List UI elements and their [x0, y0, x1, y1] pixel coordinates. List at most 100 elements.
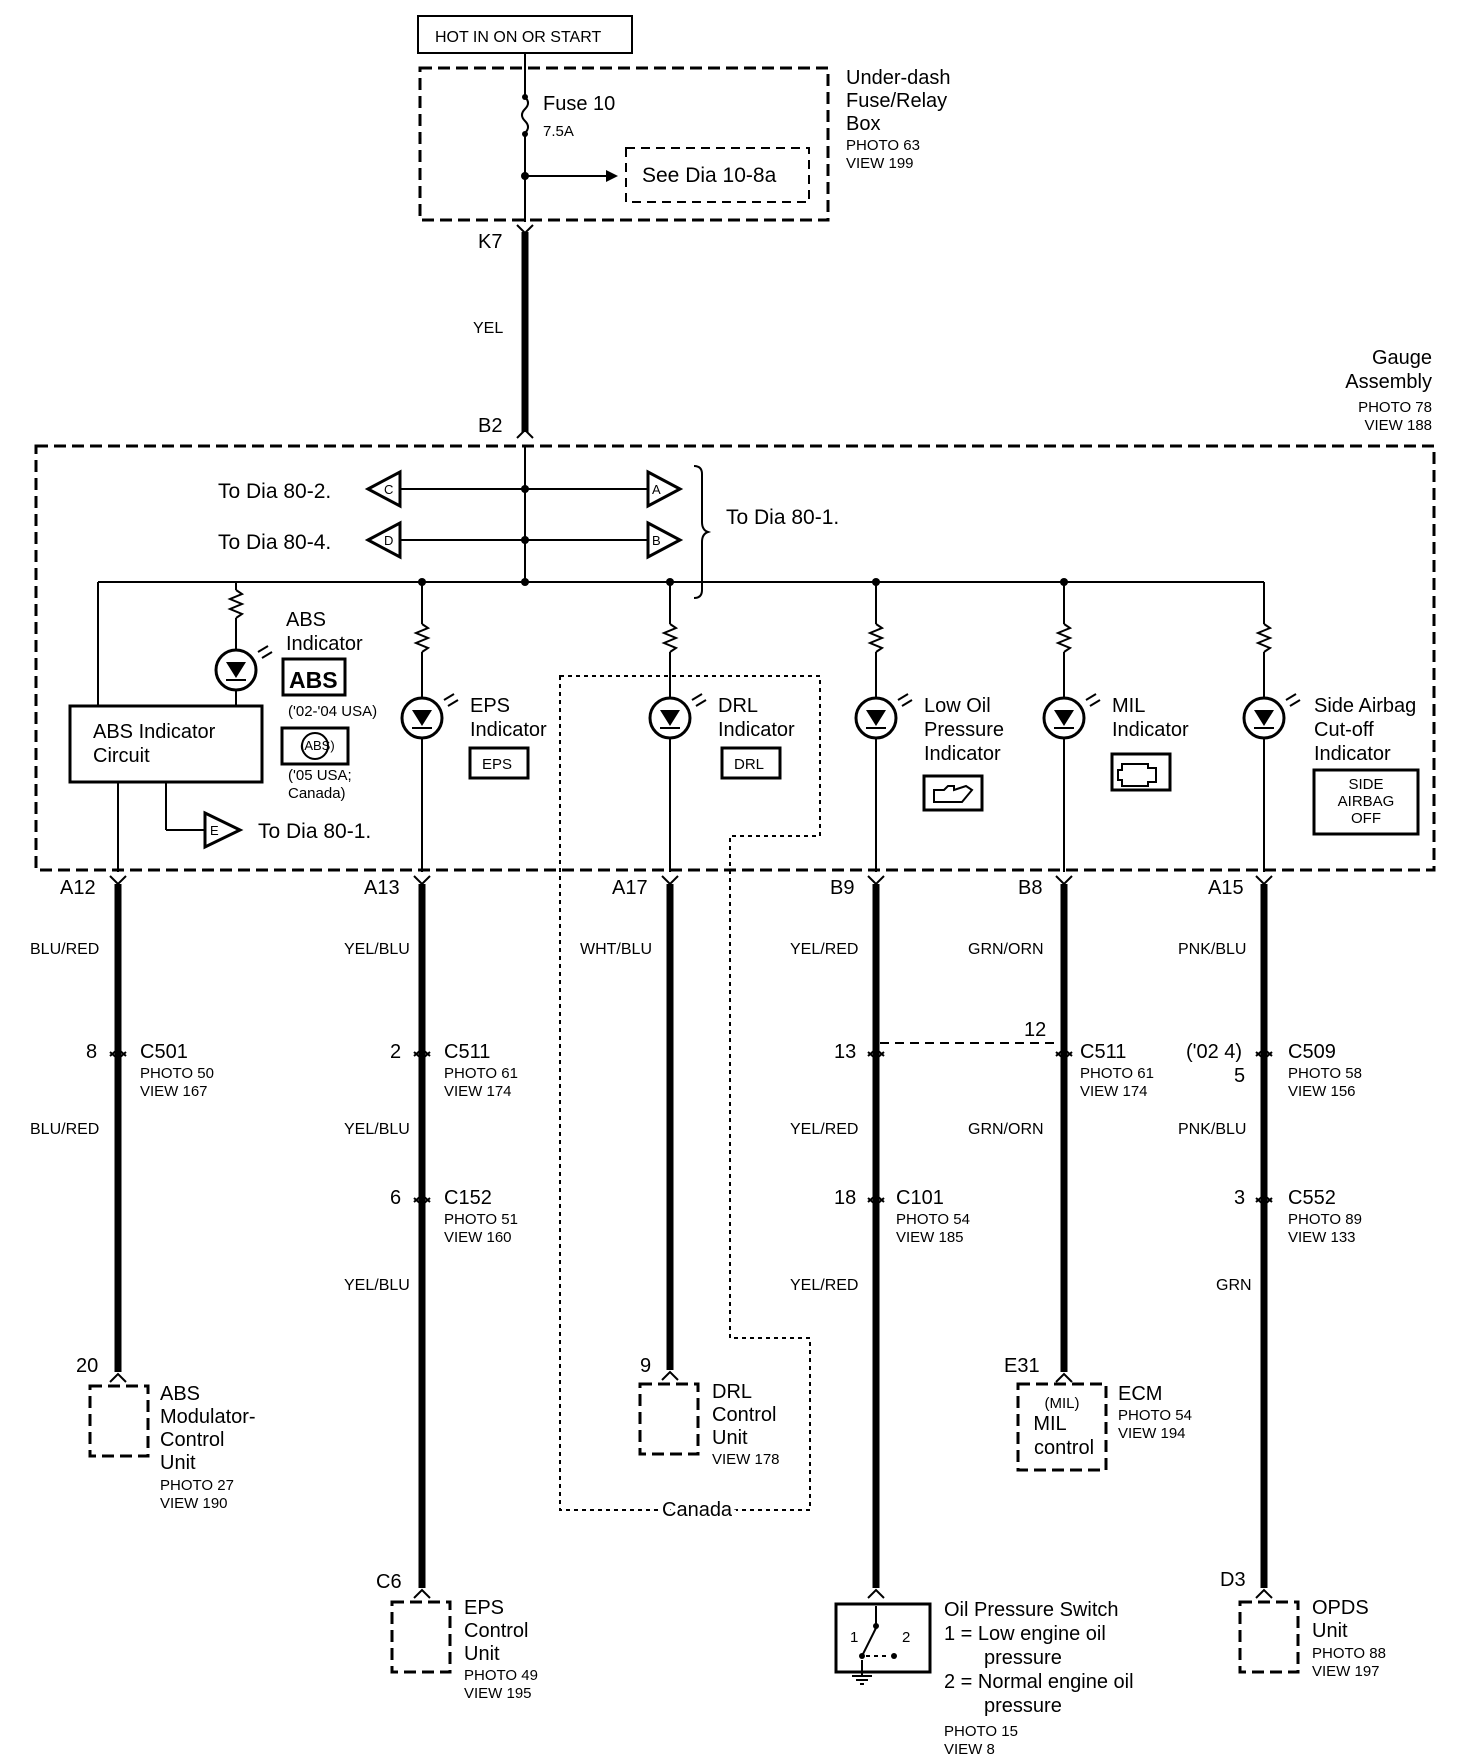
- conn2-a13: C152: [444, 1187, 492, 1209]
- to-dia-80-4: To Dia 80-4.: [218, 531, 331, 554]
- unit-oil-name: Oil Pressure Switch: [944, 1599, 1119, 1621]
- conn2-view-b9: VIEW 185: [896, 1229, 964, 1246]
- drl-badge-text: DRL: [734, 756, 764, 773]
- unit-ecm-pin: E31: [1004, 1355, 1040, 1377]
- oil-indicator-1: Low Oil: [924, 695, 991, 717]
- conn-pin-b8: 12: [1024, 1019, 1046, 1041]
- box-title-3: Box: [846, 113, 880, 135]
- unit-oil-photo: PHOTO 15: [944, 1723, 1018, 1740]
- unit-eps-pin: C6: [376, 1571, 402, 1593]
- pin-k7: K7: [478, 231, 502, 253]
- airbag-indicator-1: Side Airbag: [1314, 695, 1416, 717]
- ecm-inner-1: (MIL): [1045, 1395, 1080, 1412]
- connector-e: [203, 810, 244, 850]
- abs-circuit-1: ABS Indicator: [93, 721, 216, 743]
- conn2-view-a15: VIEW 133: [1288, 1229, 1356, 1246]
- unit-eps-3: Unit: [464, 1643, 500, 1665]
- letter-c: C: [384, 482, 393, 497]
- mil-indicator-2: Indicator: [1112, 719, 1189, 741]
- fuse-icon: [521, 96, 529, 134]
- conn-b8: C511: [1080, 1041, 1126, 1063]
- gauge-title-2: Assembly: [1345, 371, 1432, 393]
- unit-eps-photo: PHOTO 49: [464, 1667, 538, 1684]
- unit-abs-pin: 20: [76, 1355, 98, 1377]
- pin-a13: A13: [364, 877, 400, 899]
- conn-view-a13: VIEW 174: [444, 1083, 512, 1100]
- eps-control-unit: [390, 1600, 452, 1674]
- gauge-title-1: Gauge: [1372, 347, 1432, 369]
- abs-circuit-2: Circuit: [93, 745, 150, 767]
- connector-d: [364, 520, 402, 560]
- box-title-1: Under-dash: [846, 67, 951, 89]
- conn2-a15: C552: [1288, 1187, 1336, 1209]
- hot-label: HOT IN ON OR START: [435, 29, 601, 46]
- see-dia-box: [625, 147, 810, 203]
- color-a17-1: WHT/BLU: [580, 941, 652, 958]
- box-title-2: Fuse/Relay: [846, 90, 947, 112]
- fuse-rating: 7.5A: [543, 123, 574, 140]
- switch-p2: 2: [902, 1629, 910, 1646]
- canada-region: [559, 675, 821, 1511]
- inline-connector-marks: [109, 1047, 1273, 1207]
- light-rays-icon: [257, 645, 273, 659]
- unit-opds-2: Unit: [1312, 1620, 1348, 1642]
- pin-a12: A12: [60, 877, 96, 899]
- engine-badge: [1110, 752, 1172, 792]
- conn-view-a12: VIEW 167: [140, 1083, 208, 1100]
- connector-c: [364, 469, 402, 509]
- conn2-photo-a15: PHOTO 89: [1288, 1211, 1362, 1228]
- color-a12-2: BLU/RED: [30, 1121, 99, 1138]
- resistor-icon: [227, 589, 245, 619]
- unit-drl-1: DRL: [712, 1381, 752, 1403]
- box-photo: PHOTO 63: [846, 137, 920, 154]
- unit-drl-view: VIEW 178: [712, 1451, 780, 1468]
- color-b9-1: YEL/RED: [790, 941, 858, 958]
- oil-pressure-switch: [834, 1602, 932, 1674]
- color-a13-3: YEL/BLU: [344, 1277, 410, 1294]
- eps-indicator-1: EPS: [470, 695, 510, 717]
- unit-eps-1: EPS: [464, 1597, 504, 1619]
- unit-drl-2: Control: [712, 1404, 776, 1426]
- conn-photo-b8: PHOTO 61: [1080, 1065, 1154, 1082]
- to-dia-80-1: To Dia 80-1.: [726, 506, 839, 529]
- engine-icon: [1117, 763, 1157, 787]
- unit-abs-4: Unit: [160, 1452, 196, 1474]
- pin-a15: A15: [1208, 877, 1244, 899]
- conn2-pin-b9: 18: [834, 1187, 856, 1209]
- unit-oil-view: VIEW 8: [944, 1741, 995, 1758]
- brace-icon: [693, 465, 712, 599]
- oil-indicator-3: Indicator: [924, 743, 1001, 765]
- to-dia-80-1-e: To Dia 80-1.: [258, 820, 371, 843]
- conn-pin-a12: 8: [86, 1041, 97, 1063]
- abs-note-2b: Canada): [288, 785, 346, 802]
- opds-unit: [1238, 1600, 1300, 1674]
- switch-p1: 1: [850, 1629, 858, 1646]
- unit-eps-2: Control: [464, 1620, 528, 1642]
- wire-color-yel: YEL: [473, 320, 503, 337]
- drl-badge: [720, 746, 782, 780]
- conn2-view-a13: VIEW 160: [444, 1229, 512, 1246]
- unit-abs-3: Control: [160, 1429, 224, 1451]
- letter-d: D: [384, 533, 393, 548]
- see-dia-label: See Dia 10-8a: [642, 164, 777, 187]
- ecm-inner-2: MIL: [1033, 1413, 1066, 1435]
- color-a15-2: PNK/BLU: [1178, 1121, 1246, 1138]
- switch-contact-icon: [861, 1627, 877, 1657]
- color-a15-3: GRN: [1216, 1277, 1252, 1294]
- abs-note-1: ('02-'04 USA): [288, 703, 377, 720]
- unit-opds-1: OPDS: [1312, 1597, 1369, 1619]
- drl-indicator-1: DRL: [718, 695, 758, 717]
- conn2-pin-a15: 3: [1234, 1187, 1245, 1209]
- oil-can-icon: [933, 784, 974, 803]
- unit-abs-1: ABS: [160, 1383, 200, 1405]
- unit-ecm-photo: PHOTO 54: [1118, 1407, 1192, 1424]
- unit-abs-2: Modulator-: [160, 1406, 256, 1428]
- conn-pin-b9: 13: [834, 1041, 856, 1063]
- conn-photo-a13: PHOTO 61: [444, 1065, 518, 1082]
- letter-b: B: [652, 533, 661, 548]
- color-b9-2: YEL/RED: [790, 1121, 858, 1138]
- unit-oil-l2b: pressure: [984, 1695, 1062, 1717]
- airbag-badge-3: OFF: [1351, 810, 1381, 827]
- unit-ecm-view: VIEW 194: [1118, 1425, 1186, 1442]
